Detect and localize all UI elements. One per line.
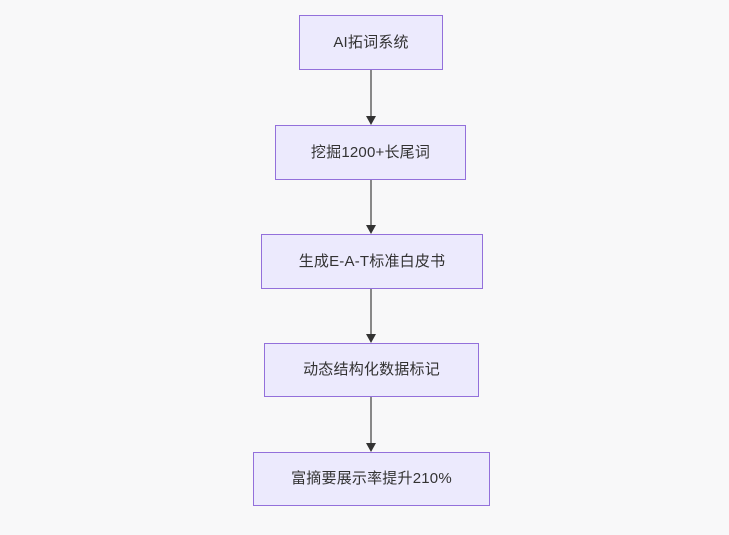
flow-node-generate-eat-whitepaper[interactable]: 生成E-A-T标准白皮书 <box>261 234 483 289</box>
flow-edge-arrow <box>366 180 376 234</box>
flow-node-label: 生成E-A-T标准白皮书 <box>298 252 446 270</box>
flow-node-label: AI拓词系统 <box>333 33 409 51</box>
flow-node-label: 挖掘1200+长尾词 <box>310 143 431 161</box>
flow-edge-arrow <box>366 70 376 125</box>
flow-node-label: 富摘要展示率提升210% <box>291 470 452 487</box>
flow-edge-arrow <box>366 397 376 452</box>
flow-node-dynamic-structured-data-markup[interactable]: 动态结构化数据标记 <box>264 343 479 397</box>
flow-node-label: 动态结构化数据标记 <box>303 361 440 378</box>
flow-edge-arrow <box>366 289 376 343</box>
flow-node-ai-keyword-system[interactable]: AI拓词系统 <box>299 15 443 70</box>
flow-node-mine-longtail-keywords[interactable]: 挖掘1200+长尾词 <box>275 125 466 180</box>
flow-node-rich-snippet-rate-increase[interactable]: 富摘要展示率提升210% <box>253 452 490 506</box>
